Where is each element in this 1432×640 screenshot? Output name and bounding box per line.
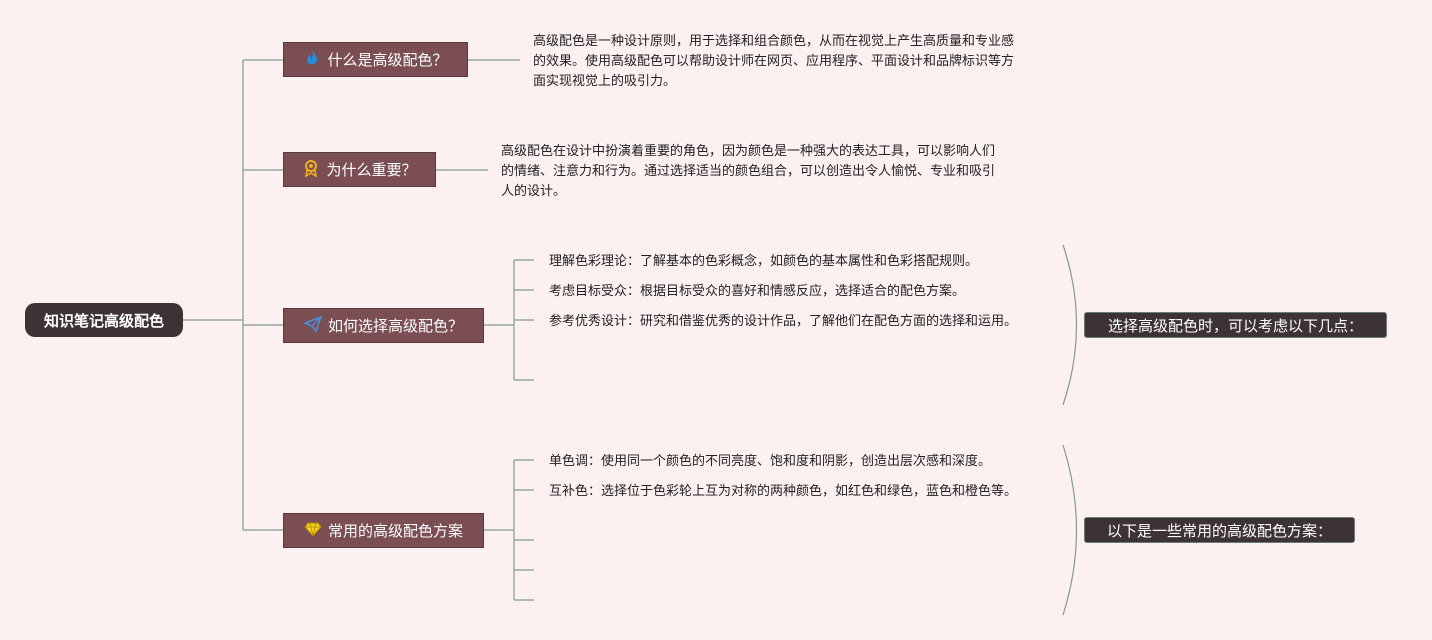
branch-label: 为什么重要？: [326, 161, 417, 179]
paper-plane-icon: [302, 315, 323, 337]
branch-common-schemes[interactable]: 常用的高级配色方案: [283, 513, 484, 548]
root-topic-label: 知识笔记高级配色: [43, 311, 164, 330]
diamond-icon: [304, 520, 322, 542]
branch-what-is[interactable]: 什么是高级配色？: [283, 42, 468, 77]
branch-label: 什么是高级配色？: [327, 51, 448, 69]
branch-why-important[interactable]: 为什么重要？: [283, 152, 436, 187]
branch-why-important-description: 高级配色在设计中扮演着重要的角色，因为颜色是一种强大的表达工具，可以影响人们的情…: [501, 144, 996, 199]
summary-label: 以下是一些常用的高级配色方案：: [1106, 521, 1332, 540]
award-badge-icon: [302, 159, 320, 181]
leaf-item[interactable]: 互补色：选择位于色彩轮上互为对称的两种颜色，如红色和绿色，蓝色和橙色等。: [549, 484, 1018, 499]
leaf-item[interactable]: 参考优秀设计：研究和借鉴优秀的设计作品，了解他们在配色方面的选择和运用。: [549, 314, 1018, 329]
leaf-item[interactable]: 考虑目标受众：根据目标受众的喜好和情感反应，选择适合的配色方案。: [549, 284, 966, 299]
summary-how-to-choose[interactable]: 选择高级配色时，可以考虑以下几点：: [1084, 312, 1387, 338]
fire-icon: [303, 49, 321, 71]
summary-common-schemes[interactable]: 以下是一些常用的高级配色方案：: [1084, 517, 1355, 543]
branch-label: 常用的高级配色方案: [327, 522, 463, 540]
root-topic[interactable]: 知识笔记高级配色: [25, 303, 183, 337]
leaf-item[interactable]: 单色调：使用同一个颜色的不同亮度、饱和度和阴影，创造出层次感和深度。: [549, 454, 992, 469]
summary-label: 选择高级配色时，可以考虑以下几点：: [1107, 316, 1363, 335]
branch-label: 如何选择高级配色？: [327, 317, 463, 335]
branch-what-is-description: 高级配色是一种设计原则，用于选择和组合颜色，从而在视觉上产生高质量和专业感的效果…: [533, 34, 1015, 89]
branch-how-to-choose[interactable]: 如何选择高级配色？: [283, 308, 484, 343]
leaf-item[interactable]: 理解色彩理论：了解基本的色彩概念，如颜色的基本属性和色彩搭配规则。: [549, 254, 979, 269]
